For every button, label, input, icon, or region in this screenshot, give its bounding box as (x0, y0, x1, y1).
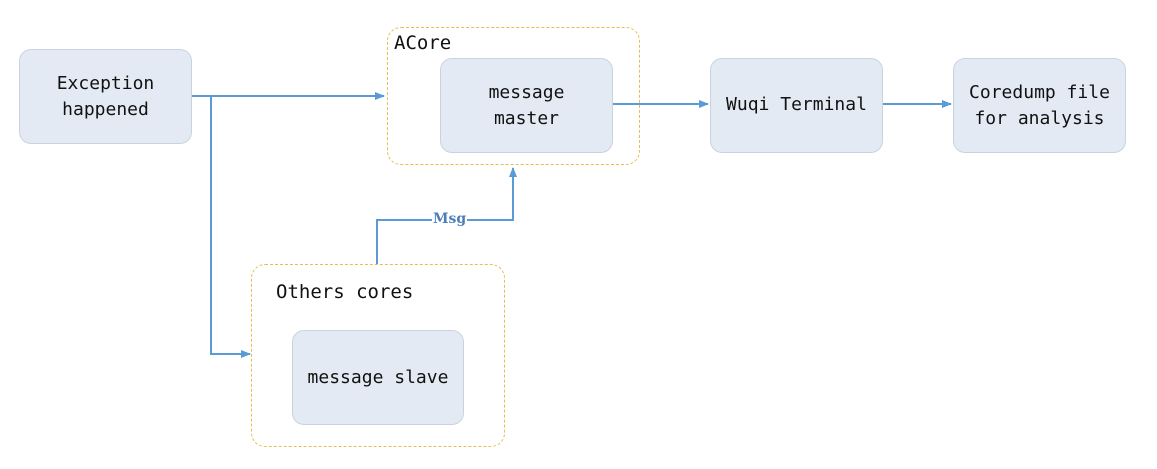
acore-group-label: ACore (394, 32, 452, 54)
exception-happened-node: Exception happened (19, 49, 192, 144)
message-master-node: message master (440, 58, 613, 153)
wuqi-terminal-node: Wuqi Terminal (710, 58, 883, 153)
others-cores-group (251, 264, 505, 447)
coredump-file-node: Coredump file for analysis (953, 58, 1126, 153)
others-cores-group-label: Others cores (276, 281, 414, 303)
msg-edge-label: Msg (432, 211, 468, 227)
edge-exception-to-others (210, 96, 251, 358)
message-slave-node: message slave (292, 330, 464, 425)
acore-group (387, 27, 640, 165)
